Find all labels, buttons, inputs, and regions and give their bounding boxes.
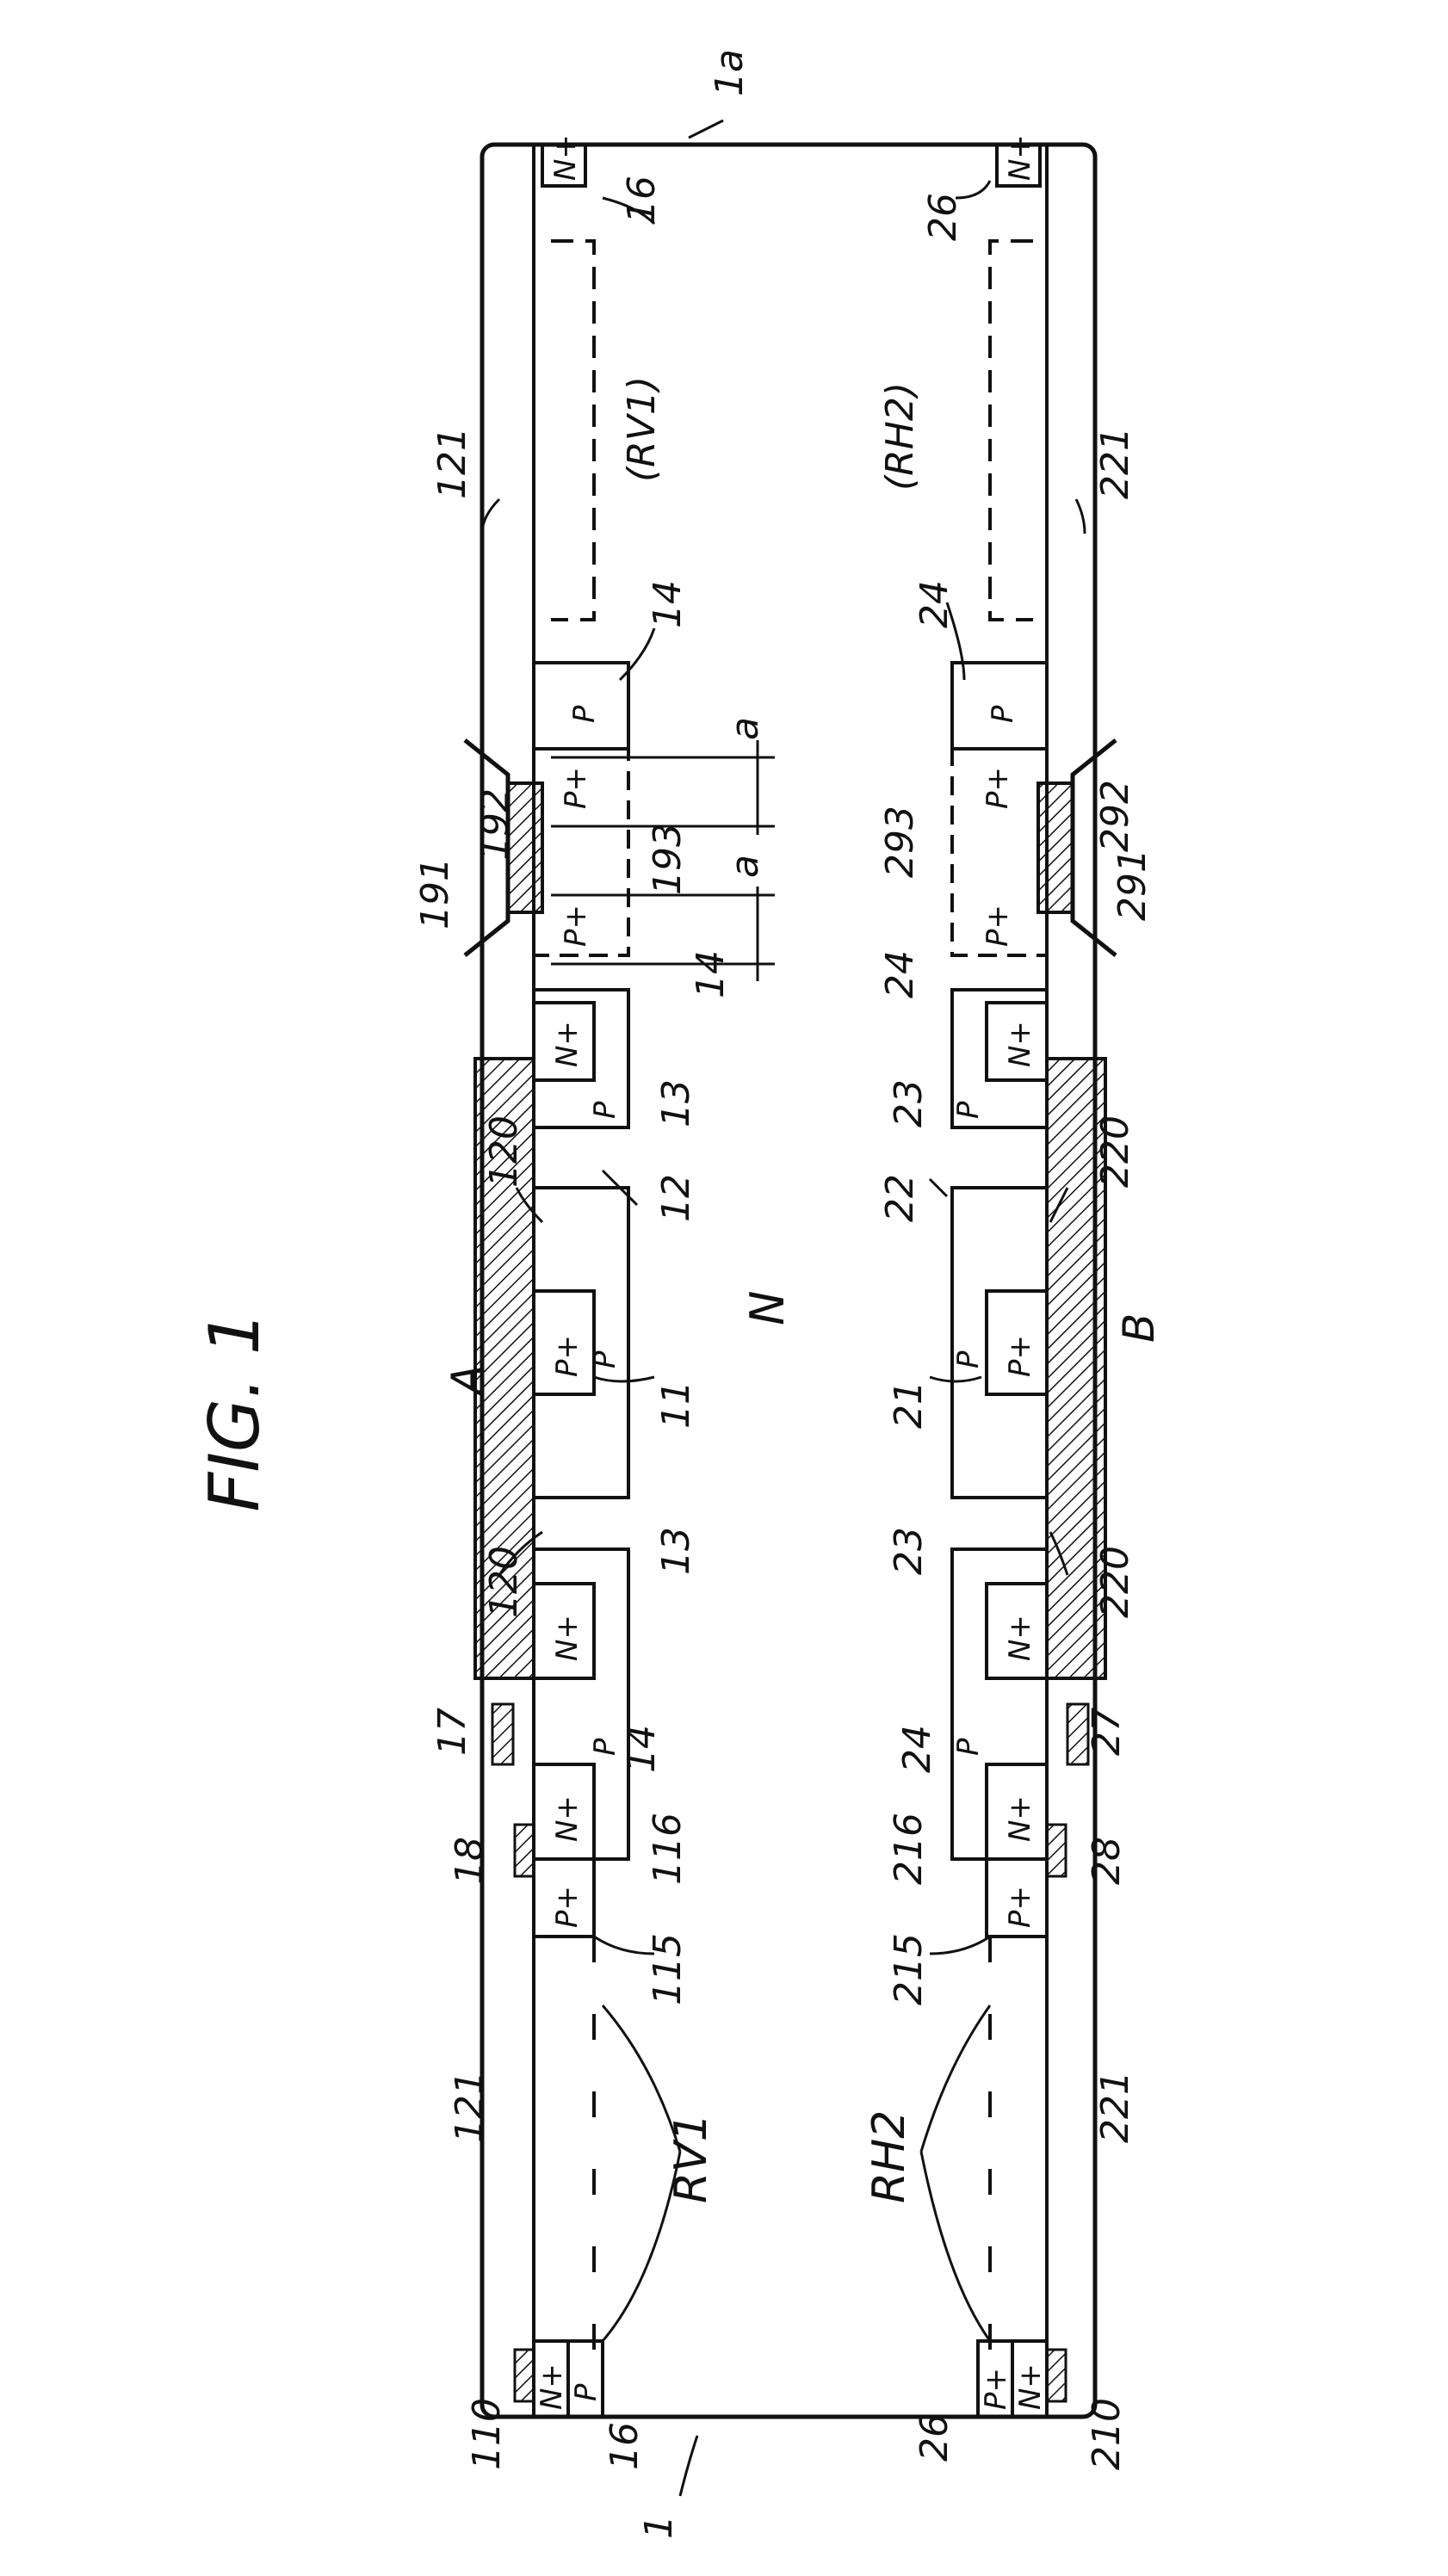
label-14-c: 14	[620, 1725, 664, 1773]
label-18: 18	[448, 1837, 492, 1885]
label-rv1-paren: (RV1)	[620, 376, 664, 482]
dop-p-24-upper: P	[986, 705, 1020, 723]
label-n-substrate: N	[740, 1291, 795, 1325]
label-216: 216	[887, 1813, 931, 1885]
label-293: 293	[878, 806, 922, 878]
dop-nplus-216: N+	[1003, 1795, 1037, 1842]
label-210: 210	[1085, 2398, 1129, 2470]
dop-p-14-lower: P	[588, 1738, 622, 1756]
contact-292	[1038, 783, 1073, 912]
dop-n-26-top: N+	[1003, 134, 1037, 181]
label-23-b: 23	[887, 1527, 931, 1575]
dop-pplus-bottom-right: P+	[979, 2368, 1013, 2410]
label-12: 12	[654, 1174, 698, 1222]
label-192: 192	[473, 788, 517, 861]
dop-nplus-13-upper: N+	[550, 1021, 585, 1067]
label-26-top: 26	[921, 193, 965, 241]
label-16-bottom: 16	[603, 2422, 647, 2470]
dop-pplus-193-a: P+	[559, 767, 593, 809]
label-13-b: 13	[654, 1527, 698, 1575]
dop-p-bottom-left: P	[569, 2383, 603, 2401]
label-121-top: 121	[430, 427, 474, 499]
label-14-a: 14	[646, 580, 690, 628]
dop-nplus-116: N+	[550, 1795, 585, 1842]
figure-title: FIG. 1	[195, 1311, 275, 1511]
label-1a: 1a	[708, 49, 752, 96]
label-13-a: 13	[654, 1079, 698, 1127]
label-27: 27	[1085, 1708, 1129, 1756]
dop-p-24-lower: P	[951, 1738, 986, 1756]
label-14-b: 14	[689, 950, 733, 998]
dop-nplus-bottom-left: N+	[535, 2363, 569, 2410]
label-26-bottom: 26	[913, 2413, 956, 2462]
label-rh2: RH2	[863, 2110, 915, 2203]
label-116: 116	[646, 1813, 690, 1885]
contact-18	[515, 1825, 534, 1876]
dop-nplus-bottom-right: N+	[1013, 2363, 1048, 2410]
region-p-bottom-left	[568, 2341, 603, 2417]
contact-17	[492, 1704, 513, 1764]
label-17: 17	[430, 1708, 474, 1756]
label-11: 11	[654, 1381, 698, 1429]
label-193: 193	[646, 823, 690, 895]
dop-pplus-293-a: P+	[981, 767, 1015, 809]
dop-nplus-23-lower: N+	[1003, 1615, 1037, 1661]
dop-nplus-13-lower: N+	[550, 1615, 585, 1661]
dop-n-16-top: N+	[548, 134, 583, 181]
label-24-a: 24	[913, 580, 956, 628]
label-24-b: 24	[878, 950, 922, 998]
label-292: 292	[1093, 780, 1137, 852]
label-220-b: 220	[1093, 1546, 1137, 1618]
label-21: 21	[887, 1381, 931, 1429]
dop-p-14-upper: P	[567, 705, 602, 723]
dop-p-24-mid: P	[951, 1101, 986, 1119]
label-16-top: 16	[620, 176, 664, 224]
resistor-rv1-top	[551, 241, 594, 620]
label-215: 215	[887, 1933, 931, 2005]
label-121-bottom: 121	[448, 2071, 492, 2143]
label-22: 22	[878, 1174, 922, 1222]
dop-nplus-23-upper: N+	[1003, 1021, 1037, 1067]
substrate-outline	[482, 145, 1095, 2417]
dop-pplus-11: P+	[550, 1335, 585, 1377]
label-24-c: 24	[895, 1725, 939, 1773]
label-a-upper: a	[723, 717, 767, 740]
label-23-a: 23	[887, 1079, 931, 1127]
label-rv1: RV1	[665, 2113, 717, 2203]
contact-210	[1047, 2350, 1066, 2401]
dop-pplus-21: P+	[1003, 1335, 1037, 1377]
label-115: 115	[646, 1933, 690, 2005]
label-a-lower: a	[723, 855, 767, 878]
label-220-a: 220	[1093, 1115, 1137, 1188]
label-191: 191	[413, 857, 457, 930]
label-electrode-b: B	[1114, 1313, 1164, 1343]
dop-pplus-115: P+	[550, 1886, 585, 1928]
resistor-rh2-top	[990, 241, 1033, 620]
label-120-b: 120	[482, 1546, 526, 1618]
dop-pplus-293-b: P+	[981, 905, 1015, 947]
contact-110	[515, 2350, 534, 2401]
dop-p-14-mid: P	[588, 1101, 622, 1119]
label-221-top: 221	[1093, 427, 1137, 499]
label-electrode-a: A	[442, 1365, 492, 1397]
label-1: 1	[637, 2515, 681, 2539]
dop-pplus-193-b: P+	[559, 905, 593, 947]
contact-28	[1047, 1825, 1066, 1876]
dop-p-22: P	[951, 1350, 986, 1368]
label-221-bottom: 221	[1093, 2071, 1137, 2143]
dop-pplus-215: P+	[1003, 1886, 1037, 1928]
dop-p-12: P	[588, 1350, 622, 1368]
label-120-a: 120	[482, 1115, 526, 1188]
label-28: 28	[1085, 1837, 1129, 1885]
label-291: 291	[1111, 849, 1154, 921]
label-110: 110	[465, 2398, 509, 2470]
label-rh2-paren: (RH2)	[878, 382, 922, 491]
